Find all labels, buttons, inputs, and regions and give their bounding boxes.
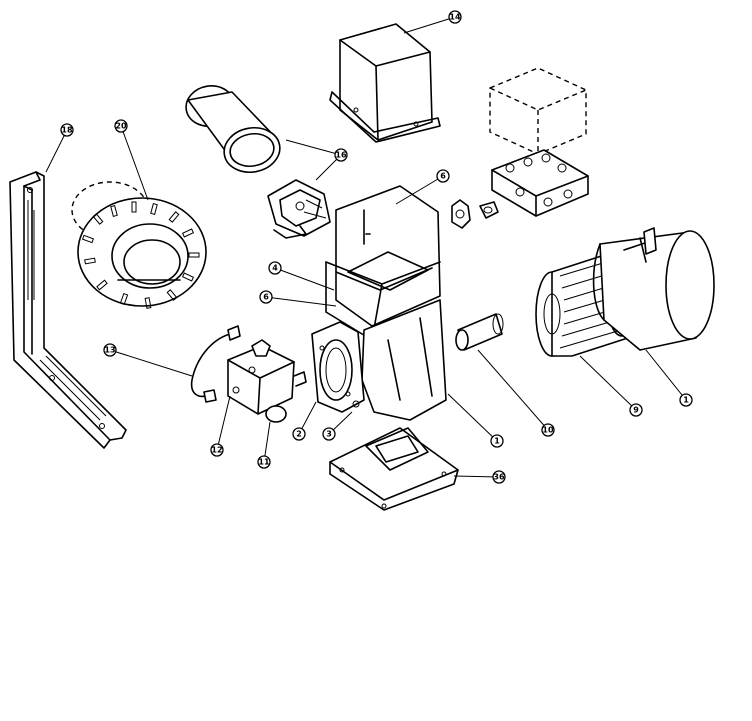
callout-10: 10 bbox=[541, 423, 555, 437]
callout-label: 3 bbox=[326, 430, 332, 439]
callout-label: 11 bbox=[258, 458, 270, 467]
callout-label: 4 bbox=[272, 264, 278, 273]
mounting-bracket bbox=[9, 171, 127, 449]
fuel-pump bbox=[227, 339, 307, 423]
callout-1-right: 1 bbox=[679, 393, 693, 407]
junction-box bbox=[489, 67, 589, 217]
callout-36: 36 bbox=[492, 470, 506, 484]
callout-label: 20 bbox=[115, 122, 127, 131]
combustion-sleeve bbox=[185, 85, 281, 174]
callout-12: 12 bbox=[210, 443, 224, 457]
fitting-parts bbox=[451, 199, 499, 229]
callout-16a: 16 bbox=[334, 148, 348, 162]
callout-label: 14 bbox=[449, 13, 461, 22]
callout-20: 20 bbox=[114, 119, 128, 133]
callout-label: 36 bbox=[493, 473, 505, 482]
callout-label: 13 bbox=[104, 346, 115, 355]
callout-label: 1 bbox=[683, 396, 689, 405]
callout-label: 6 bbox=[263, 293, 269, 302]
nozzle bbox=[455, 313, 504, 351]
motor bbox=[592, 227, 715, 351]
housing-flange bbox=[311, 321, 365, 413]
callout-4: 4 bbox=[268, 261, 282, 275]
callout-6-top: 6 bbox=[436, 169, 450, 183]
base-plate bbox=[329, 427, 459, 511]
callout-13: 13 bbox=[103, 343, 117, 357]
callout-1-mid: 1 bbox=[490, 434, 504, 448]
callout-9: 9 bbox=[629, 403, 643, 417]
burner-housing bbox=[325, 185, 447, 421]
callout-label: 16 bbox=[335, 151, 347, 160]
callout-6-mid: 6 bbox=[259, 290, 273, 304]
callout-label: 2 bbox=[296, 430, 302, 439]
callout-14a: 14 bbox=[448, 10, 462, 24]
callout-label: 9 bbox=[633, 406, 639, 415]
callout-3: 3 bbox=[322, 427, 336, 441]
callout-label: 18 bbox=[61, 126, 73, 135]
leader-lines bbox=[45, 16, 687, 478]
callout-11: 11 bbox=[257, 455, 271, 469]
callout-label: 10 bbox=[542, 426, 554, 435]
ignition-transformer bbox=[329, 23, 441, 143]
oil-line bbox=[190, 325, 241, 403]
electrode-assembly bbox=[267, 179, 331, 239]
callout-label: 1 bbox=[494, 437, 500, 446]
callout-label: 12 bbox=[211, 446, 222, 455]
callout-18: 18 bbox=[60, 123, 74, 137]
callout-2: 2 bbox=[292, 427, 306, 441]
air-tube-flange bbox=[71, 181, 207, 309]
callout-label: 6 bbox=[440, 172, 446, 181]
